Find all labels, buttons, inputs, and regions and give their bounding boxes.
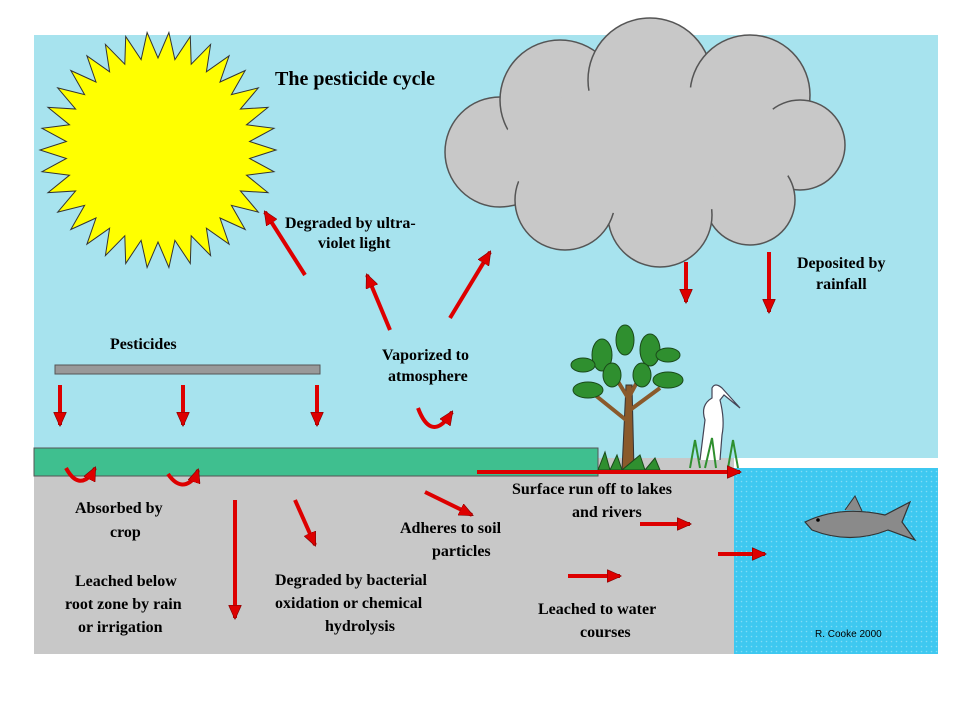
label-uv-2: violet light <box>318 235 391 252</box>
label-pesticides: Pesticides <box>110 336 177 353</box>
heron-icon <box>689 384 741 469</box>
label-absorbed-2: crop <box>110 524 141 541</box>
label-adheres-2: particles <box>432 543 491 560</box>
arrow-bacterial <box>293 499 317 545</box>
cloud-icon <box>444 17 846 268</box>
label-runoff-2: and rivers <box>572 504 642 521</box>
label-watercourse-1: Leached to water <box>538 601 656 618</box>
label-absorbed-1: Absorbed by <box>75 500 163 517</box>
arrow-vapor-left <box>365 275 392 331</box>
arrow-curl-absorb-2 <box>166 470 198 487</box>
label-leached-2: root zone by rain <box>65 596 182 613</box>
label-uv-1: Degraded by ultra- <box>285 215 416 232</box>
author-credit: R. Cooke 2000 <box>815 629 882 640</box>
label-bacterial-3: hydrolysis <box>325 618 395 635</box>
label-vapor-2: atmosphere <box>388 368 468 385</box>
label-bacterial-1: Degraded by bacterial <box>275 572 428 589</box>
soil-region <box>34 458 734 654</box>
arrow-curl-vapor <box>416 407 454 429</box>
label-adheres-1: Adheres to soil <box>400 520 502 537</box>
arrow-curl-absorb-1 <box>64 468 97 483</box>
label-rain-2: rainfall <box>816 276 867 293</box>
pesticide-spray-bar <box>54 364 321 375</box>
fish-icon <box>804 495 917 542</box>
label-watercourse-2: courses <box>580 624 631 641</box>
label-bacterial-2: oxidation or chemical <box>275 595 423 612</box>
arrows-group <box>60 212 769 618</box>
sun-icon <box>38 30 278 270</box>
label-vapor-1: Vaporized to <box>382 347 469 364</box>
tree-icon <box>570 324 684 472</box>
label-rain-1: Deposited by <box>797 255 885 272</box>
label-leached-1: Leached below <box>75 573 177 590</box>
arrow-vapor-right <box>448 252 492 320</box>
label-leached-3: or irrigation <box>78 619 163 636</box>
arrow-adheres <box>424 490 472 517</box>
diagram-title: The pesticide cycle <box>275 68 435 90</box>
lake-water <box>734 468 938 654</box>
label-runoff-1: Surface run off to lakes <box>512 481 672 498</box>
arrow-uv-degradation <box>263 212 307 277</box>
